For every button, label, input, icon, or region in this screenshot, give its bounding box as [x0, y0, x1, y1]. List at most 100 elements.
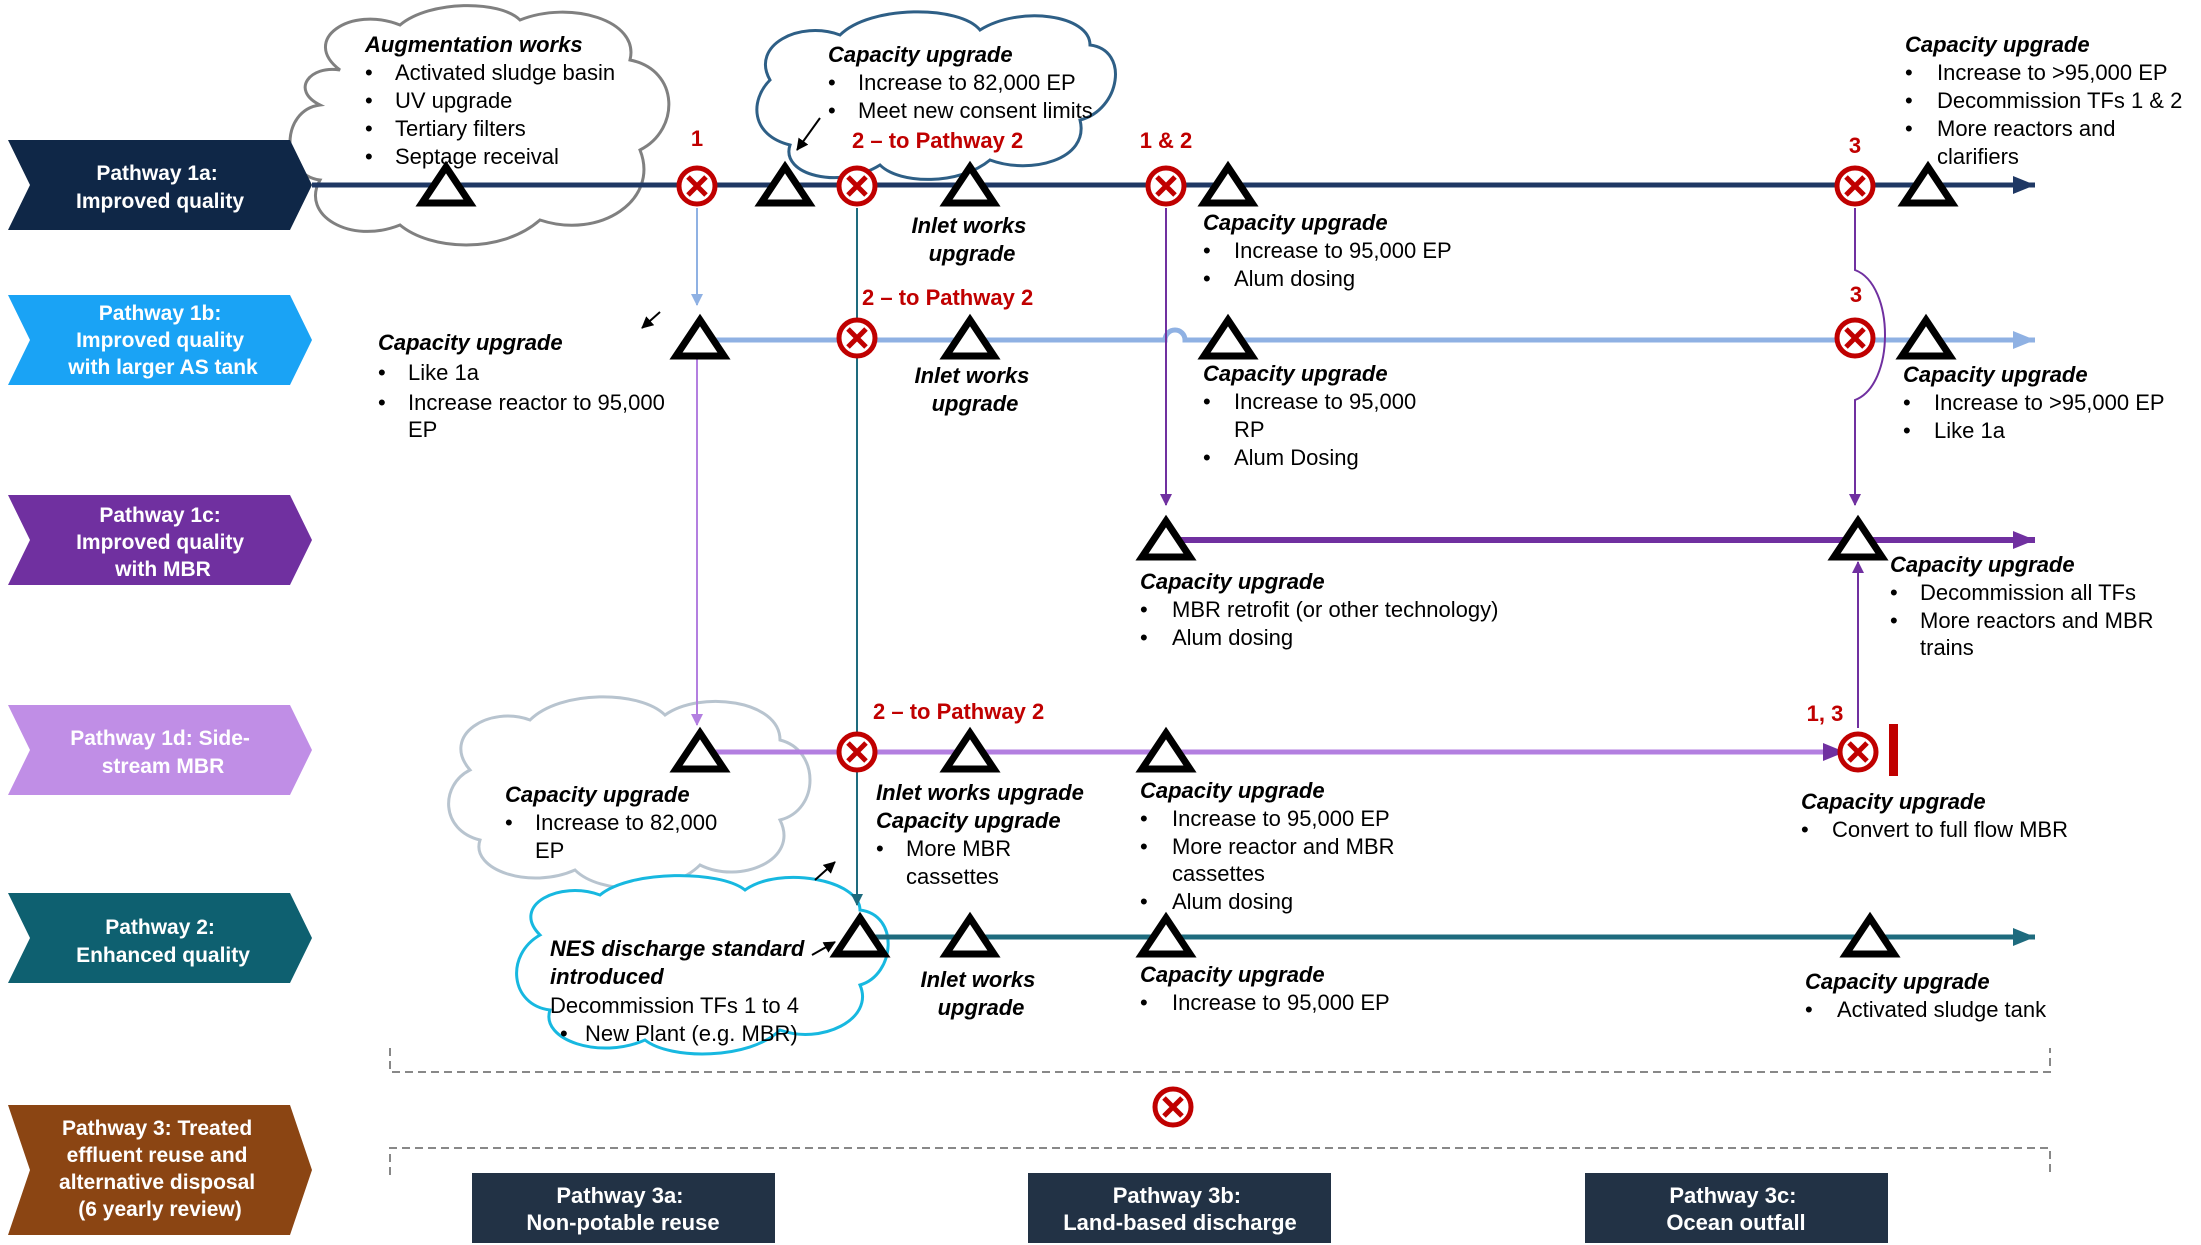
- milestone-triangle: [1197, 313, 1259, 360]
- annotation-title: NES discharge standard: [550, 936, 805, 961]
- annotation-list: •Increase to >95,000 EP •Decommission TF…: [1905, 60, 2188, 169]
- annotation-list: •Convert to full flow MBR: [1801, 817, 2068, 842]
- pathway-3c-box: [1585, 1173, 1888, 1243]
- annotation-line: Decommission TFs 1 to 4: [550, 993, 799, 1018]
- pathway-1a-label: Pathway 1a: Improved quality: [76, 162, 244, 213]
- milestone-triangle: [939, 313, 1001, 360]
- annotation-title: Capacity upgrade: [1140, 778, 1325, 803]
- decision-points: [676, 165, 1879, 1128]
- annotation-capacity-1d-right: Capacity upgrade •Convert to full flow M…: [1801, 789, 2068, 842]
- pathway-1c-label: Pathway 1c: Improved quality with MBR: [76, 504, 250, 581]
- annotation-list: •Activated sludge tank: [1805, 997, 2047, 1022]
- pathway-3b-box: [1028, 1173, 1331, 1243]
- annotation-subtitle: introduced: [550, 964, 664, 989]
- annotation-title: Capacity upgrade: [828, 42, 1013, 67]
- pathway-3-bracket-top: [389, 1048, 2051, 1073]
- annotation-title: Capacity upgrade: [378, 330, 563, 355]
- milestone-triangle: [1895, 313, 1957, 360]
- milestone-triangle: [939, 160, 1001, 207]
- milestone-triangle: [415, 160, 477, 207]
- decision-point-icon: [836, 731, 878, 773]
- decision-point-icon: [1834, 165, 1876, 207]
- annotation-capacity-1b-95000: Capacity upgrade •Increase to 95,000 RP …: [1203, 361, 1416, 470]
- pathway-3-bracket-bottom: [389, 1147, 2051, 1175]
- annotation-capacity-1d-95000: Capacity upgrade •Increase to 95,000 EP …: [1140, 778, 1401, 914]
- pathway-1d-chevron: [8, 705, 312, 795]
- annotation-title: Capacity upgrade: [1890, 552, 2075, 577]
- decision-point-icon: [836, 165, 878, 207]
- annotation-capacity-1b-left: Capacity upgrade •Like 1a •Increase reac…: [378, 330, 671, 442]
- pathway-1c-chevron: [8, 495, 312, 585]
- annotation-list: •More MBR cassettes: [876, 836, 1017, 889]
- annotation-title: Capacity upgrade: [1140, 962, 1325, 987]
- annotation-nes: NES discharge standard introduced Decomm…: [550, 936, 805, 1046]
- decision-point-icon: [1145, 165, 1187, 207]
- annotation-list: •Increase to 82,000 EP •Meet new consent…: [828, 70, 1093, 123]
- milestone-triangle: [939, 726, 1001, 773]
- annotation-subtitle: Capacity upgrade: [876, 808, 1061, 833]
- annotation-title: Capacity upgrade: [1801, 789, 1986, 814]
- cloud-1d-capacity: [447, 695, 812, 890]
- pathway-3-chevron: [8, 1105, 312, 1235]
- decision-label-1-3: 1, 3: [1807, 701, 1844, 726]
- annotation-title: Capacity upgrade: [1203, 361, 1388, 386]
- pointer-arrow-nes: [811, 941, 836, 956]
- decision-label-2-1d: 2 – to Pathway 2: [873, 699, 1044, 724]
- annotation-title: Capacity upgrade: [1203, 210, 1388, 235]
- decision-label-2-1b: 2 – to Pathway 2: [862, 285, 1033, 310]
- annotation-title: Capacity upgrade: [1903, 362, 2088, 387]
- annotation-title: Capacity upgrade: [505, 782, 690, 807]
- annotation-augmentation: Augmentation works •Activated sludge bas…: [364, 32, 621, 169]
- annotation-title: Capacity upgrade: [1905, 32, 2090, 57]
- annotation-list: •Increase to 95,000 EP: [1140, 990, 1390, 1015]
- annotation-list: •Activated sludge basin •UV upgrade •Ter…: [365, 60, 621, 169]
- pathway-2-label: Pathway 2: Enhanced quality: [76, 916, 250, 967]
- annotation-list: •Increase to >95,000 EP •Like 1a: [1903, 390, 2170, 443]
- end-bar-1d: [1889, 724, 1898, 776]
- decision-point-icon: [836, 317, 878, 359]
- milestone-triangle: [1135, 514, 1197, 561]
- decision-label-1: 1: [691, 126, 703, 151]
- decision-point-icon: [676, 165, 718, 207]
- pointer-arrow-1b: [641, 311, 661, 329]
- milestone-triangle: [1135, 911, 1197, 958]
- milestone-triangle: [829, 911, 891, 958]
- pathway-1b-label: Pathway 1b: Improved quality with larger…: [67, 302, 258, 379]
- decision-point-icon: [1152, 1086, 1194, 1128]
- annotation-capacity-82000: Capacity upgrade •Increase to 82,000 EP …: [828, 42, 1093, 123]
- annotation-title: Augmentation works: [364, 32, 583, 57]
- annotation-title: Capacity upgrade: [1805, 969, 1990, 994]
- annotation-list: •MBR retrofit (or other technology) •Alu…: [1140, 597, 1505, 650]
- annotation-capacity-1d-cloud: Capacity upgrade •Increase to 82,000 EP: [505, 782, 723, 863]
- annotation-list: •Increase to 95,000 EP •Alum dosing: [1203, 238, 1457, 291]
- pathway-3c-label: Pathway 3c: Ocean outfall: [1666, 1183, 1805, 1235]
- milestone-triangle: [669, 313, 731, 360]
- annotation-capacity-1a-95000: Capacity upgrade •Increase to 95,000 EP …: [1203, 210, 1457, 291]
- annotation-title: Inlet works upgrade: [876, 780, 1084, 805]
- milestone-triangle: [1197, 160, 1259, 207]
- pathway-3a-label: Pathway 3a: Non-potable reuse: [526, 1183, 719, 1235]
- decision-label-3-1b: 3: [1850, 282, 1862, 307]
- annotation-inlet-1a: Inlet works upgrade: [911, 213, 1032, 266]
- annotation-capacity-1c: Capacity upgrade •MBR retrofit (or other…: [1140, 569, 1505, 650]
- pathway-3a-box: [472, 1173, 775, 1243]
- decision-label-3-top: 3: [1849, 133, 1861, 158]
- annotation-capacity-1c-right: Capacity upgrade •Decommission all TFs •…: [1890, 552, 2160, 660]
- annotation-list: •Like 1a •Increase reactor to 95,000 EP: [378, 360, 671, 442]
- decision-point-icon: [1837, 731, 1879, 773]
- pathway-3b-label: Pathway 3b: Land-based discharge: [1063, 1183, 1297, 1235]
- annotation-list: •Decommission all TFs •More reactors and…: [1890, 580, 2160, 660]
- decision-point-icon: [1834, 317, 1876, 359]
- annotation-list: •New Plant (e.g. MBR): [560, 1021, 798, 1046]
- annotation-capacity-1b-right: Capacity upgrade •Increase to >95,000 EP…: [1903, 362, 2170, 443]
- annotation-list: •Increase to 95,000 EP •More reactor and…: [1140, 806, 1401, 914]
- annotation-list: •Increase to 82,000 EP: [505, 810, 723, 863]
- decision-label-2-top: 2 – to Pathway 2: [852, 128, 1023, 153]
- milestone-triangle: [1135, 726, 1197, 773]
- milestone-triangle: [1897, 160, 1959, 207]
- annotation-inlet-1b: Inlet works upgrade: [914, 363, 1035, 416]
- cloud-nes: [515, 874, 890, 1056]
- pathway-2-chevron: [8, 893, 312, 983]
- cloud-capacity-82000: [755, 10, 1117, 181]
